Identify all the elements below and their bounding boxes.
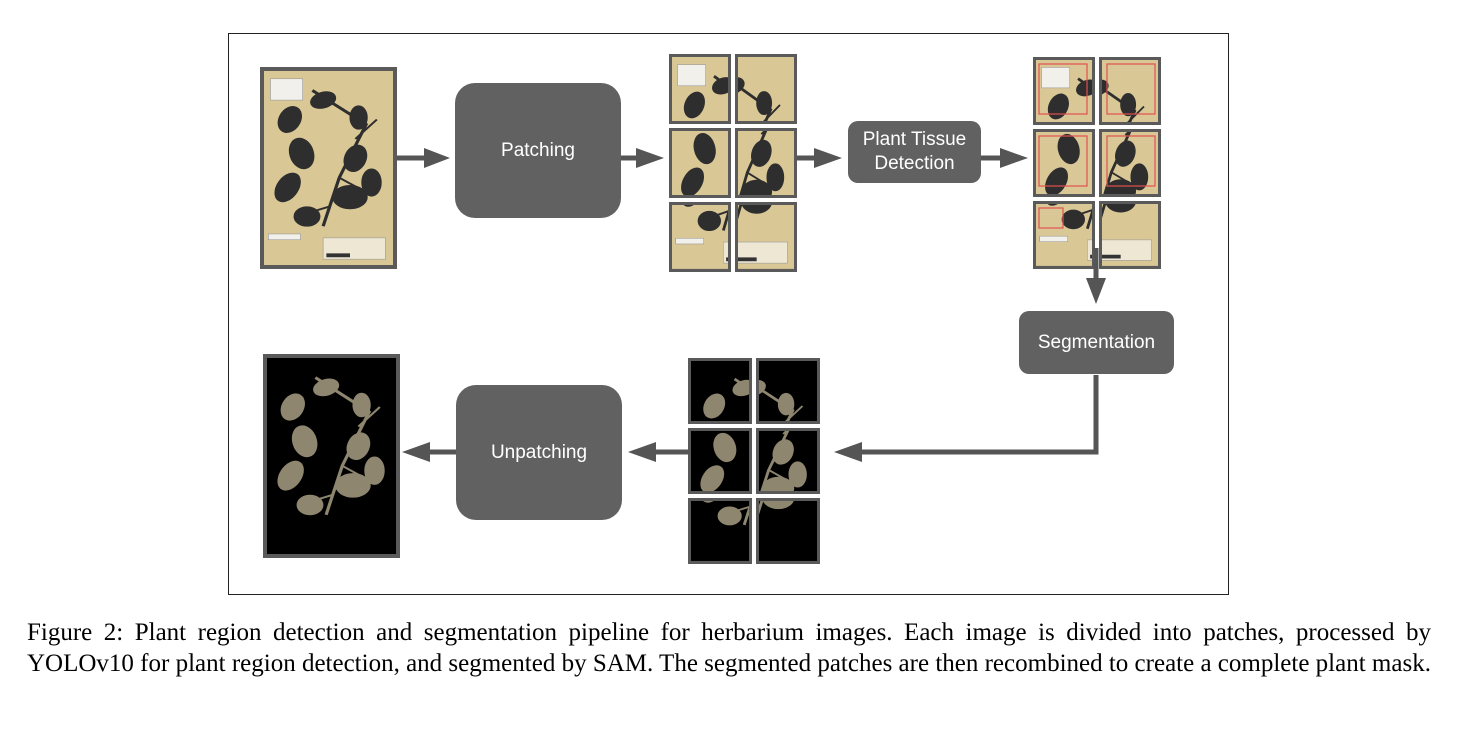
arrow-left-icon [628,442,690,462]
segmentation-step: Segmentation [1019,311,1174,374]
segmented-patch [688,498,752,564]
segmented-patch [688,358,752,424]
detected-patch [1033,201,1095,269]
input-specimen-image [260,67,397,269]
specimen-patch [669,54,731,124]
patching-label: Patching [501,139,575,161]
detection-bounding-box [1106,135,1156,187]
plant-tissue-detection-step: Plant Tissue Detection [848,121,981,183]
segmented-patch [756,428,820,494]
segmentation-label: Segmentation [1037,331,1156,353]
detection-bounding-box [1038,63,1088,115]
specimen-patch [735,128,797,198]
unpatching-step: Unpatching [456,385,622,520]
arrow-right-icon [980,148,1028,168]
segmented-patch-grid [688,358,820,564]
detection-bounding-box [1038,135,1088,187]
specimen-patch [735,54,797,124]
specimen-patch [669,128,731,198]
detection-bounding-box [1038,207,1064,229]
arrow-right-icon [397,148,450,168]
detection-bounding-box [1106,63,1156,115]
unpatching-label: Unpatching [490,441,588,463]
arrow-left-icon [402,442,456,462]
detection-label: Plant Tissue Detection [862,129,967,174]
specimen-patch [669,202,731,272]
detected-patch [1099,201,1161,269]
arrow-down-icon [1086,248,1106,304]
arrow-left-icon [834,375,1099,462]
segmented-patch [756,358,820,424]
output-plant-mask [263,354,400,558]
specimen-patch [735,202,797,272]
detected-patch [1099,57,1161,125]
pipeline-diagram [260,54,1161,564]
segmented-patch [688,428,752,494]
detected-patch [1033,129,1095,197]
arrow-right-icon [797,148,842,168]
detected-patch-grid [1033,57,1161,269]
patching-step: Patching [455,83,621,218]
segmented-patch [756,498,820,564]
patch-grid [669,54,797,272]
arrow-right-icon [620,148,664,168]
detected-patch [1033,57,1095,125]
figure-caption: Figure 2: Plant region detection and seg… [27,619,1431,677]
detected-patch [1099,129,1161,197]
